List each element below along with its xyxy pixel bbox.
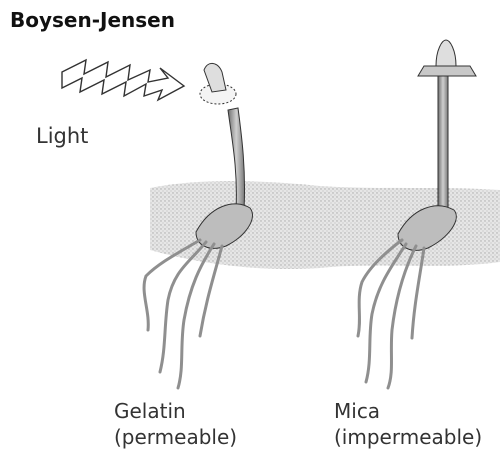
mica-property: (impermeable) (334, 424, 482, 450)
diagram-title: Boysen-Jensen (10, 8, 175, 32)
mica-stem (438, 76, 448, 210)
gelatin-property: (permeable) (114, 424, 237, 450)
light-label: Light (36, 124, 88, 148)
mica-name: Mica (334, 398, 482, 424)
mica-tip (436, 40, 456, 66)
mica-plate (418, 66, 476, 76)
gelatin-name: Gelatin (114, 398, 237, 424)
mica-caption: Mica (impermeable) (334, 398, 482, 450)
gelatin-caption: Gelatin (permeable) (114, 398, 237, 450)
light-arrow-icon (62, 60, 184, 100)
